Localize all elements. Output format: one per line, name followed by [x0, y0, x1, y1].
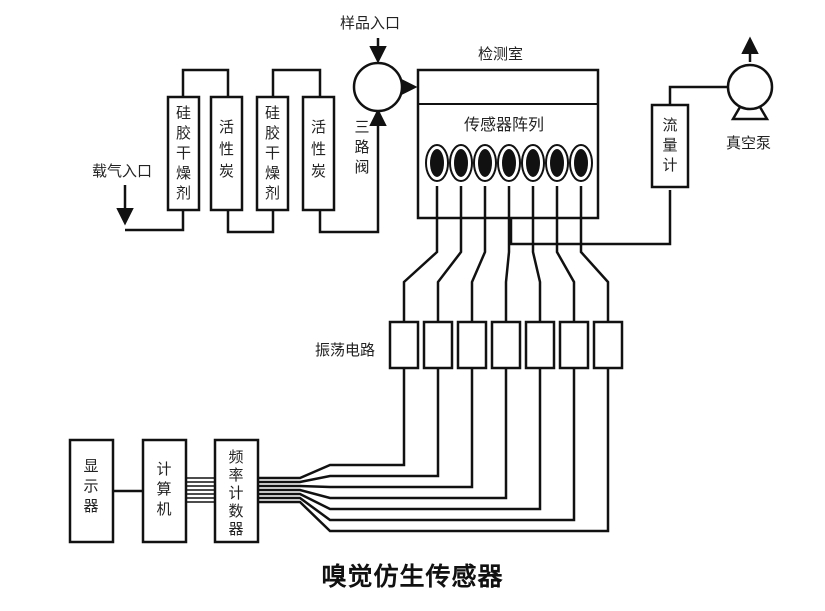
sensor-core-7	[574, 149, 588, 177]
valve-inlet-pipe	[318, 108, 387, 234]
sensor-osc-wire-6	[555, 186, 576, 322]
computer-label: 计算机	[156, 460, 171, 518]
detection-chamber-label: 检测室	[478, 45, 523, 63]
filter-activated-carbon-2-label: 活性炭	[311, 118, 326, 180]
three-way-valve-label: 三路阀	[354, 118, 369, 176]
filter-activated-carbon-1	[209, 95, 244, 212]
flow-meter	[650, 103, 690, 189]
oscillator-1	[388, 320, 420, 370]
filter-activated-carbon-2	[301, 95, 336, 212]
sensor-osc-wire-4	[504, 186, 511, 322]
three-way-valve	[352, 61, 404, 113]
sensor-core-2	[454, 149, 468, 177]
osc-counter-wire-4	[258, 368, 508, 500]
vacuum-pump-base	[730, 106, 770, 121]
oscillator-7	[592, 320, 624, 370]
filter-link-bottom-1	[226, 210, 275, 234]
filter-silica-gel-2	[255, 95, 290, 212]
sensor-core-6	[550, 149, 564, 177]
sensor-osc-wire-1	[402, 186, 439, 322]
osc-counter-wire-5	[258, 368, 542, 511]
sensor-core-1	[430, 149, 444, 177]
sensor-core-5	[526, 149, 540, 177]
pump-pipe	[668, 85, 728, 105]
frequency-counter-label: 频率计数器	[228, 448, 243, 538]
filter-link-top-2	[271, 68, 322, 97]
sample-inlet-label: 样品入口	[340, 14, 400, 32]
osc-counter-wire-3	[258, 368, 474, 489]
oscillator-4	[490, 320, 522, 370]
osc-counter-wire-6	[258, 368, 576, 522]
vacuum-pump-icon	[726, 63, 774, 111]
vacuum-pump-label: 真空泵	[726, 134, 771, 152]
oscillator-2	[422, 320, 454, 370]
sensor-array-label: 传感器阵列	[464, 115, 544, 134]
carrier-inlet-label: 载气入口	[92, 162, 152, 180]
oscillator-6	[558, 320, 590, 370]
carrier-pipe	[125, 210, 185, 232]
frequency-counter-box	[213, 438, 260, 544]
oscillator-5	[524, 320, 556, 370]
sensor-core-3	[478, 149, 492, 177]
display-label: 显示器	[83, 457, 98, 515]
filter-silica-gel-1-label: 硅胶干燥剂	[176, 104, 191, 202]
sensor-osc-wire-3	[470, 186, 487, 322]
sensor-osc-wire-5	[531, 186, 542, 322]
filter-silica-gel-2-label: 硅胶干燥剂	[265, 104, 280, 202]
diagram-title: 嗅觉仿生传感器	[321, 562, 504, 591]
sensor-osc-wire-7	[579, 186, 610, 322]
osc-counter-wire-2	[258, 368, 440, 484]
display-box	[68, 438, 115, 544]
oscillator-circuit-label: 振荡电路	[315, 341, 375, 359]
flow-meter-label: 流量计	[662, 116, 677, 174]
osc-counter-wire-7	[258, 368, 610, 533]
osc-counter-wire-1	[258, 368, 406, 480]
sensor-core-4	[502, 149, 516, 177]
oscillator-3	[456, 320, 488, 370]
filter-silica-gel-1	[166, 95, 201, 212]
filter-activated-carbon-1-label: 活性炭	[219, 118, 234, 180]
sensor-osc-wire-2	[436, 186, 463, 322]
filter-link-top-1	[181, 68, 230, 97]
